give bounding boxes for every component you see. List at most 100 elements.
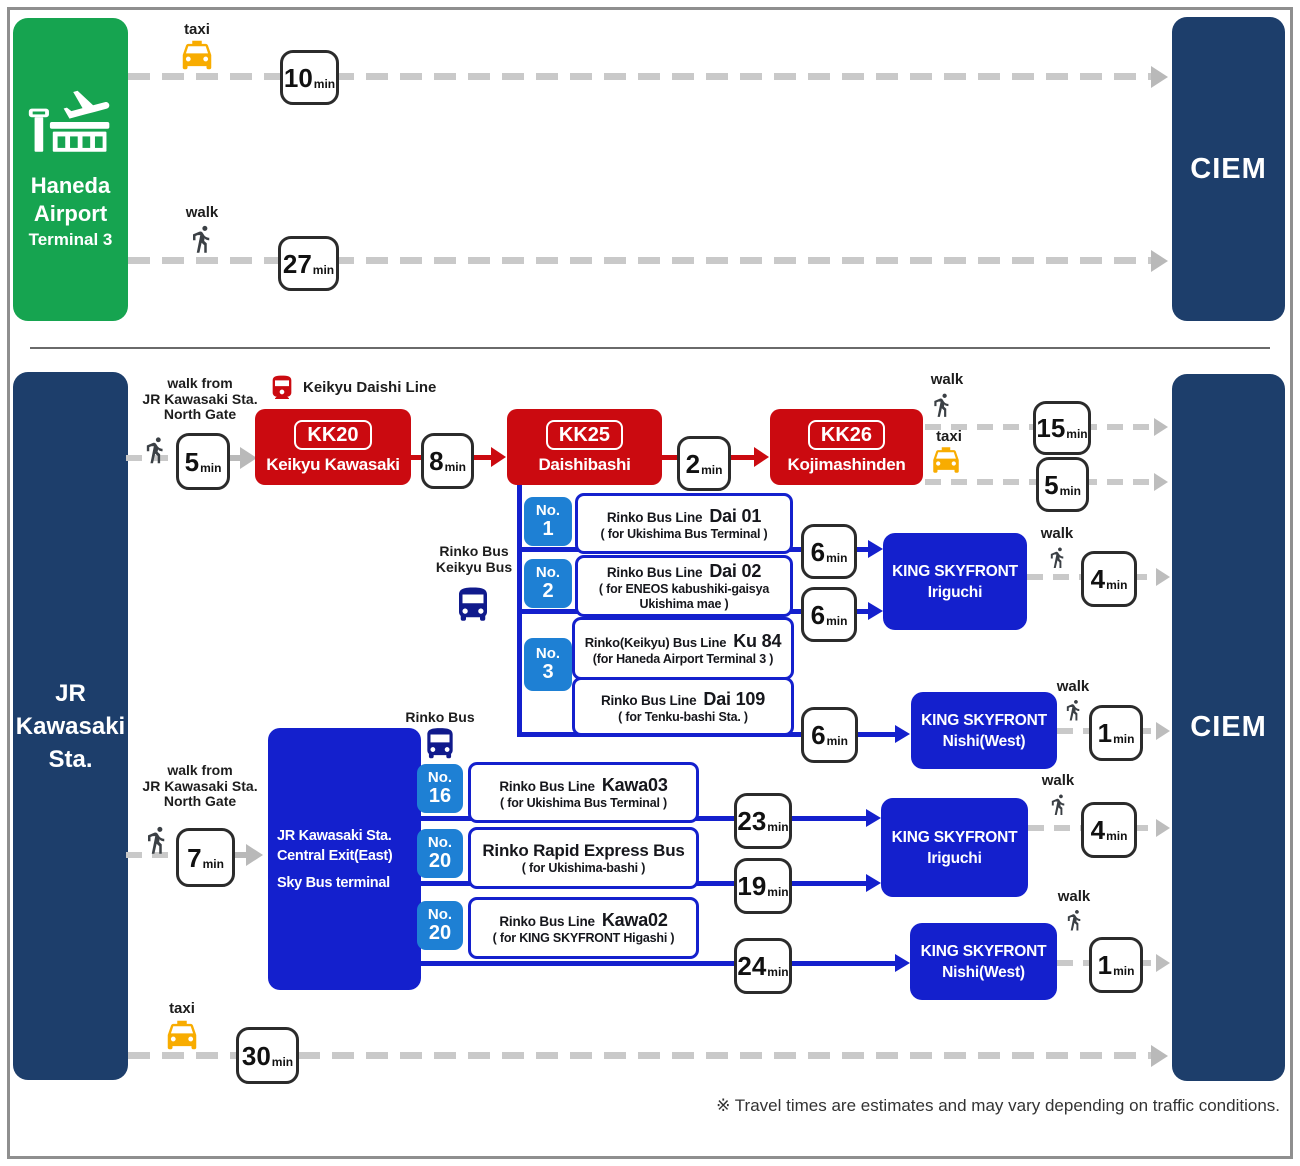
arrowhead-kojimashinden-walk [1154, 418, 1168, 436]
station-name-kk25: Daishibashi [538, 454, 631, 474]
bus-stand-no3-badge: No.3 [524, 638, 572, 691]
route-line-jr-walk2 [126, 852, 178, 858]
bus-stand-no2-badge: No.2 [524, 559, 572, 608]
taxi-label-haneda: taxi [184, 21, 210, 38]
haneda-label-line3: Terminal 3 [28, 229, 113, 249]
walk-icon-iriguchi-lower [1051, 794, 1065, 816]
bus-icon-daishibashi [459, 587, 487, 621]
arrowhead-no3 [895, 725, 910, 743]
bus-route-rapid: Rinko Rapid Express Bus ( for Ukishima-b… [468, 827, 699, 889]
arrowhead-kawa03 [866, 809, 881, 827]
arrowhead-kk25 [491, 447, 506, 467]
arrowhead-kawa02 [895, 954, 910, 972]
walk-label-nishi-upper: walk [1056, 678, 1090, 695]
station-keikyu-kawasaki: KK20 Keikyu Kawasaki [255, 409, 411, 485]
walk-label-iriguchi-upper: walk [1040, 525, 1074, 542]
walk-from-north-gate-label-2: walk from JR Kawasaki Sta. North Gate [142, 762, 258, 809]
arrowhead-kojimashinden-taxi [1154, 473, 1168, 491]
ksf-iriguchi-node-lower: KING SKYFRONT Iriguchi [881, 798, 1028, 897]
route-line-jr-taxi [128, 1052, 1153, 1059]
route-line-haneda-walk [128, 257, 1153, 264]
walk-icon-skybus [148, 826, 165, 854]
route-line-into-kk20 [226, 455, 242, 461]
taxi-label-kojimashinden: taxi [936, 428, 962, 445]
station-name-kk26: Kojimashinden [787, 454, 906, 474]
bus-stand-no1-badge: No.1 [524, 497, 572, 546]
walk-label-haneda: walk [185, 204, 219, 221]
station-kojimashinden: KK26 Kojimashinden [770, 409, 923, 485]
walk-label-kojimashinden: walk [930, 371, 964, 388]
skybus-terminal-node: JR Kawasaki Sta. Central Exit(East) Sky … [268, 728, 421, 990]
arrowhead-nishi-walk-upper [1156, 722, 1170, 740]
section-divider [30, 347, 1270, 349]
arrowhead-iriguchi-walk-lower [1156, 819, 1170, 837]
route-line-into-skybus [231, 852, 247, 858]
jr-label-line3: Sta. [48, 745, 93, 773]
arrowhead-haneda-taxi [1151, 66, 1168, 88]
arrowhead-nishi-walk-lower [1156, 954, 1170, 972]
airport-icon [28, 90, 109, 152]
taxi-icon-haneda [182, 40, 212, 70]
haneda-airport-node: Haneda Airport Terminal 3 [13, 18, 128, 321]
arrowhead-kk26 [754, 447, 769, 467]
ksf-iriguchi-node-upper: KING SKYFRONT Iriguchi [883, 533, 1027, 630]
ciem-node-top: CIEM [1172, 17, 1285, 321]
outer-frame [7, 7, 1293, 1159]
keikyu-daishi-line-label: Keikyu Daishi Line [303, 379, 437, 396]
train-icon [272, 375, 292, 399]
footnote: ※ Travel times are estimates and may var… [716, 1096, 1280, 1115]
ksf-nishi-node-lower: KING SKYFRONT Nishi(West) [910, 923, 1057, 1000]
station-daishibashi: KK25 Daishibashi [507, 409, 662, 485]
station-code-kk25: KK25 [545, 419, 624, 450]
haneda-label-line1: Haneda [30, 172, 111, 198]
route-line-haneda-taxi [128, 73, 1153, 80]
bus-stand-no20b-badge: No.20 [417, 901, 463, 950]
arrowhead-into-skybus [246, 844, 263, 866]
arrowhead-jr-taxi [1151, 1045, 1168, 1067]
walk-from-north-gate-label-1: walk from JR Kawasaki Sta. North Gate [142, 375, 258, 422]
arrowhead-iriguchi-walk-upper [1156, 568, 1170, 586]
arrowhead-haneda-walk [1151, 250, 1168, 272]
bus-stand-no20a-badge: No.20 [417, 829, 463, 878]
walk-icon-keikyu [146, 437, 163, 464]
station-name-kk20: Keikyu Kawasaki [266, 454, 400, 474]
haneda-label-line2: Airport [33, 200, 108, 226]
taxi-icon-jr [167, 1020, 197, 1050]
ciem-node-bottom: CIEM [1172, 374, 1285, 1081]
arrowhead-rapid [866, 874, 881, 892]
bus-stand-no16-badge: No.16 [417, 764, 463, 813]
station-code-kk26: KK26 [807, 419, 886, 450]
walk-icon-nishi-lower [1067, 909, 1081, 931]
arrowhead-dai02 [868, 602, 883, 620]
taxi-label-jr: taxi [169, 1000, 195, 1017]
ciem-label-top: CIEM [1190, 152, 1267, 185]
walk-icon-kojimashinden [934, 393, 949, 417]
arrowhead-dai01 [868, 540, 883, 558]
rinko-bus-label: Rinko Bus [405, 709, 475, 725]
walk-label-nishi-lower: walk [1057, 888, 1091, 905]
walk-icon-nishi-upper [1066, 699, 1080, 721]
walk-icon-haneda [193, 225, 210, 253]
jr-label-line2: Kawasaki [15, 712, 126, 740]
